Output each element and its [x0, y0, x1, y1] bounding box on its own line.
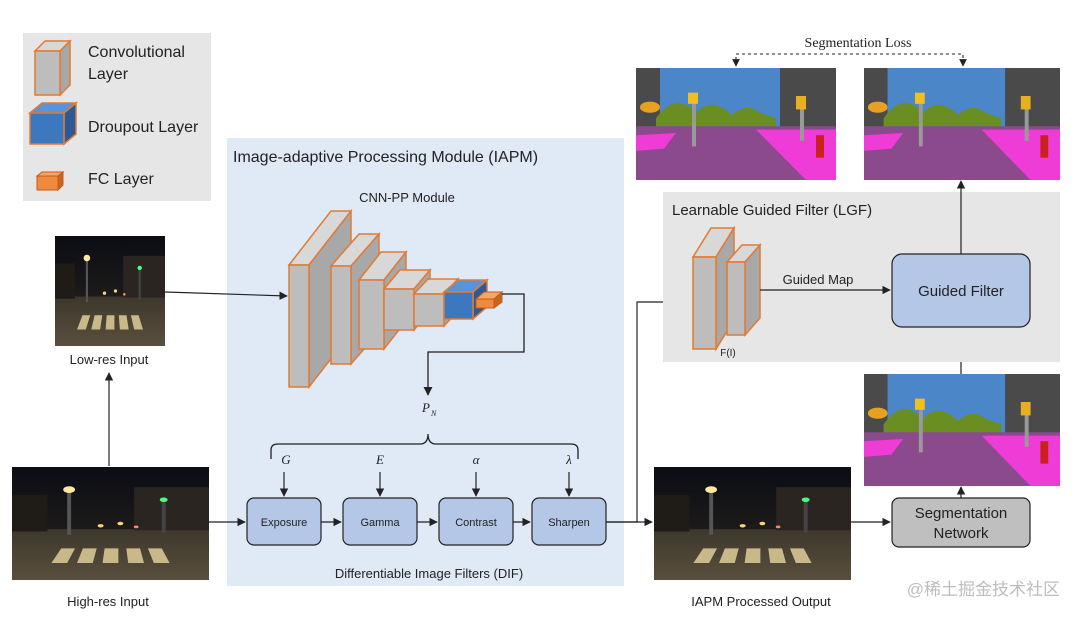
legend-fc-icon [35, 170, 65, 192]
param-alpha-label: α [473, 452, 481, 467]
low-res-input-label: Low-res Input [70, 352, 149, 367]
segmentation-map-refined [864, 68, 1060, 180]
pn-subscript: N [430, 409, 437, 418]
fc-layer [475, 298, 495, 309]
segmentation-loss-label: Segmentation Loss [805, 36, 912, 51]
guided-filter-label: Guided Filter [918, 283, 1004, 300]
param-e-label: E [375, 452, 384, 467]
sharpen-filter-label: Sharpen [548, 517, 590, 529]
watermark-text: @稀土掘金技术社区 [907, 580, 1060, 599]
segmentation-map-ground-truth [636, 68, 836, 180]
param-g-label: G [281, 452, 291, 467]
legend-fc-label: FC Layer [88, 171, 154, 188]
lgf-title: Learnable Guided Filter (LGF) [672, 202, 872, 219]
legend-conv-label: Convolutional [88, 44, 185, 61]
legend-conv-label-2: Layer [88, 66, 129, 83]
gamma-filter-label: Gamma [360, 517, 400, 529]
param-lambda-label: λ [565, 452, 572, 467]
cnn-pp-stack [287, 208, 504, 390]
contrast-filter-label: Contrast [455, 517, 497, 529]
fc-to-pn-arrow [423, 293, 525, 396]
dropout-layer [443, 291, 474, 320]
low-res-to-cnn-arrow [164, 291, 288, 300]
segmentation-loss-connector [732, 53, 967, 67]
lgf-conv-stack [691, 225, 762, 352]
conv-layer-2 [330, 265, 352, 365]
segmentation-network-label-2: Network [933, 525, 989, 542]
conv-layer-4 [383, 288, 415, 331]
legend-dropout-label: Droupout Layer [88, 119, 199, 136]
legend-panel: Convolutional Layer Droupout Layer FC La… [23, 33, 211, 201]
iapm-panel: Image-adaptive Processing Module (IAPM) … [227, 138, 624, 586]
high-res-input-image [12, 467, 209, 580]
conv-layer-5 [413, 293, 445, 327]
conv-layer-1 [288, 264, 310, 388]
guided-map-label: Guided Map [783, 272, 854, 287]
lgf-conv-layer-2 [726, 261, 746, 336]
conv-layer-3 [358, 279, 385, 350]
pn-label: P [421, 400, 430, 415]
lgf-panel: Learnable Guided Filter (LGF) F(I) Guide… [663, 192, 1060, 362]
fi-label: F(I) [720, 348, 736, 359]
segmentation-map-coarse [864, 374, 1060, 486]
lgf-conv-layer-1 [692, 256, 717, 350]
dif-title: Differentiable Image Filters (DIF) [335, 566, 523, 581]
iapm-output-label: IAPM Processed Output [691, 594, 831, 609]
high-res-input-label: High-res Input [67, 594, 149, 609]
iapm-processed-output-image [654, 467, 851, 580]
legend-dropout-icon [27, 101, 79, 146]
params-brace [270, 433, 579, 459]
cnn-pp-title: CNN-PP Module [359, 190, 455, 205]
segmentation-network-label: Segmentation [915, 505, 1008, 522]
iapm-title: Image-adaptive Processing Module (IAPM) [233, 149, 538, 166]
low-res-input-image [55, 236, 165, 346]
legend-conv-icon [33, 39, 72, 97]
exposure-filter-label: Exposure [261, 517, 307, 529]
